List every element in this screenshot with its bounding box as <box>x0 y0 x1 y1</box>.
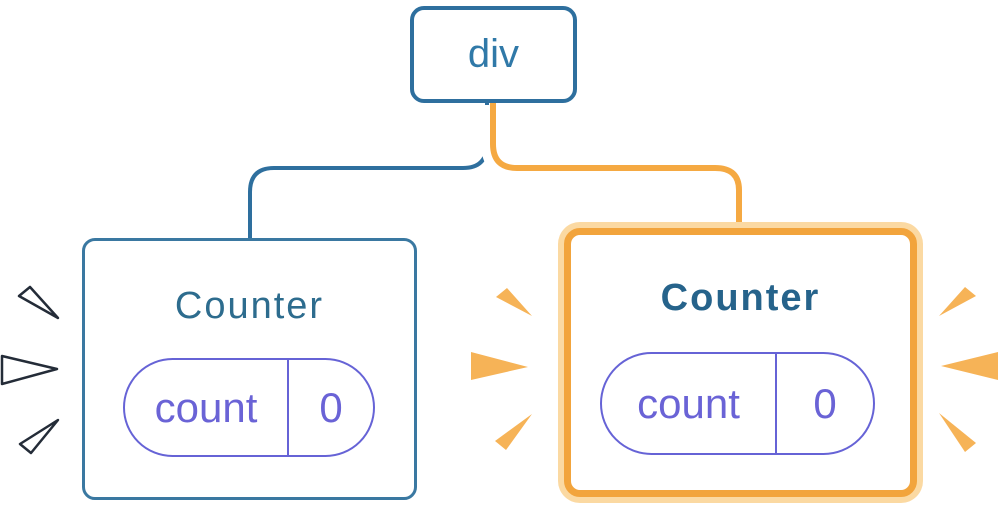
counter-title: Counter <box>174 285 325 327</box>
edge-highlight-casing <box>481 105 751 221</box>
burst-spark-icon <box>496 288 532 316</box>
burst-spark-icon <box>495 414 532 450</box>
root-node-label: div <box>467 32 520 76</box>
counter-card-left: Counter count 0 <box>82 238 417 500</box>
burst-spark-icon <box>0 354 59 386</box>
counter-title: Counter <box>660 277 821 319</box>
state-pill: count 0 <box>600 352 875 455</box>
burst-spark-icon <box>939 287 976 316</box>
left-counter-sparks <box>0 285 60 455</box>
right-counter-sparks-right <box>939 287 998 452</box>
state-value: 0 <box>813 379 837 427</box>
burst-spark-icon <box>941 352 998 380</box>
right-counter-sparks-left <box>471 288 532 450</box>
state-pill: count 0 <box>123 358 375 457</box>
edge-div-to-right-counter <box>490 103 742 228</box>
counter-card-right-highlighted: Counter count 0 <box>564 228 917 497</box>
state-key: count <box>125 360 289 455</box>
burst-spark-icon <box>939 413 976 452</box>
burst-spark-icon <box>17 285 60 320</box>
edge-div-to-left-counter <box>248 103 489 240</box>
burst-spark-icon <box>18 418 60 455</box>
state-key: count <box>602 354 777 453</box>
state-value: 0 <box>319 383 343 431</box>
root-node-div: div <box>410 6 577 103</box>
burst-spark-icon <box>471 352 528 380</box>
